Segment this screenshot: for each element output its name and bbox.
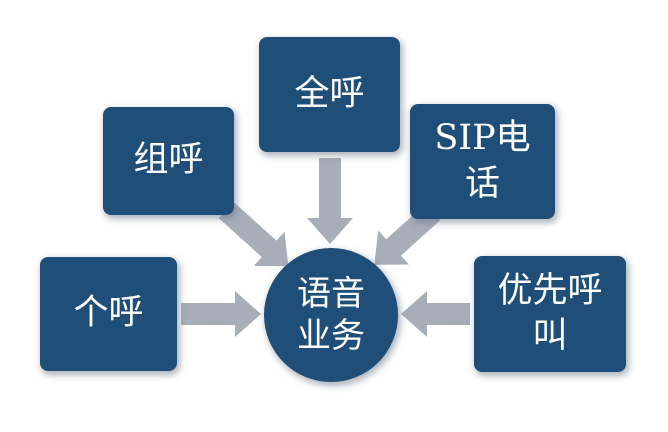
arrow-priority-call-icon <box>401 291 470 337</box>
node-individual-call-label: 个呼 <box>73 293 144 334</box>
arrow-sip-phone-icon <box>374 203 441 265</box>
node-individual-call: 个呼 <box>40 257 177 371</box>
node-priority-call-label: 优先呼叫 <box>497 270 603 357</box>
node-group-call: 组呼 <box>103 107 234 215</box>
node-priority-call: 优先呼叫 <box>474 256 626 372</box>
node-sip-phone-label: SIP电话 <box>434 118 531 204</box>
arrow-individual-call-icon <box>181 291 261 337</box>
node-all-call: 全呼 <box>259 37 400 152</box>
arrow-all-call-icon <box>307 158 353 244</box>
node-center-label: 语音 业务 <box>297 273 365 357</box>
arrow-group-call-icon <box>218 201 289 267</box>
node-group-call-label: 组呼 <box>133 140 204 181</box>
node-center-voice-services: 语音 业务 <box>264 248 398 382</box>
node-sip-phone: SIP电话 <box>410 104 555 219</box>
node-all-call-label: 全呼 <box>294 73 365 114</box>
